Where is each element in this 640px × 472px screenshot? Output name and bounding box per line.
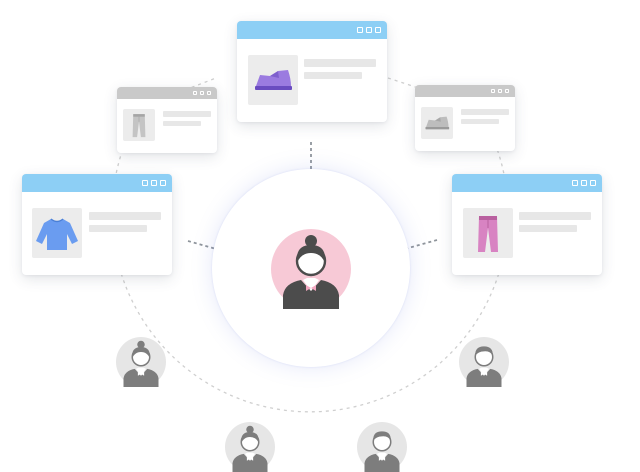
product-window [22,174,172,275]
title-placeholder [461,109,509,115]
text-placeholder [519,225,577,232]
product-window [415,85,515,151]
target-user [271,229,351,309]
title-placeholder [89,212,161,220]
window-title-bar [415,85,515,97]
window-controls [193,87,211,99]
window-title-bar [237,21,387,39]
title-placeholder [163,111,211,117]
ring-link-right [387,77,441,96]
window-control-square-icon [142,180,148,186]
window-title-bar [117,87,217,99]
product-thumbnail [32,208,82,258]
product-thumbnail [421,107,453,139]
similar-shopper [116,337,166,387]
product-window [452,174,602,275]
product-window [117,87,217,153]
window-control-square-icon [160,180,166,186]
product-window [237,21,387,122]
window-controls [572,174,596,192]
window-control-square-icon [375,27,381,33]
similar-shopper [357,422,407,472]
text-placeholder [304,72,362,79]
title-placeholder [304,59,376,67]
window-title-bar [452,174,602,192]
window-control-square-icon [207,91,211,95]
text-placeholder [163,121,201,126]
similar-shopper [225,422,275,472]
window-control-square-icon [193,91,197,95]
window-control-square-icon [581,180,587,186]
window-control-square-icon [357,27,363,33]
window-control-square-icon [505,89,509,93]
product-thumbnail [123,109,155,141]
window-control-square-icon [590,180,596,186]
window-control-square-icon [498,89,502,93]
text-placeholder [461,119,499,124]
text-placeholder [89,225,147,232]
window-controls [491,85,509,97]
window-control-square-icon [200,91,204,95]
window-control-square-icon [366,27,372,33]
window-controls [357,21,381,39]
connector-left [187,240,228,253]
window-title-bar [22,174,172,192]
window-control-square-icon [572,180,578,186]
window-control-square-icon [151,180,157,186]
window-controls [142,174,166,192]
window-control-square-icon [491,89,495,93]
product-thumbnail [248,55,298,105]
title-placeholder [519,212,591,220]
product-thumbnail [463,208,513,258]
similar-shopper [459,337,509,387]
